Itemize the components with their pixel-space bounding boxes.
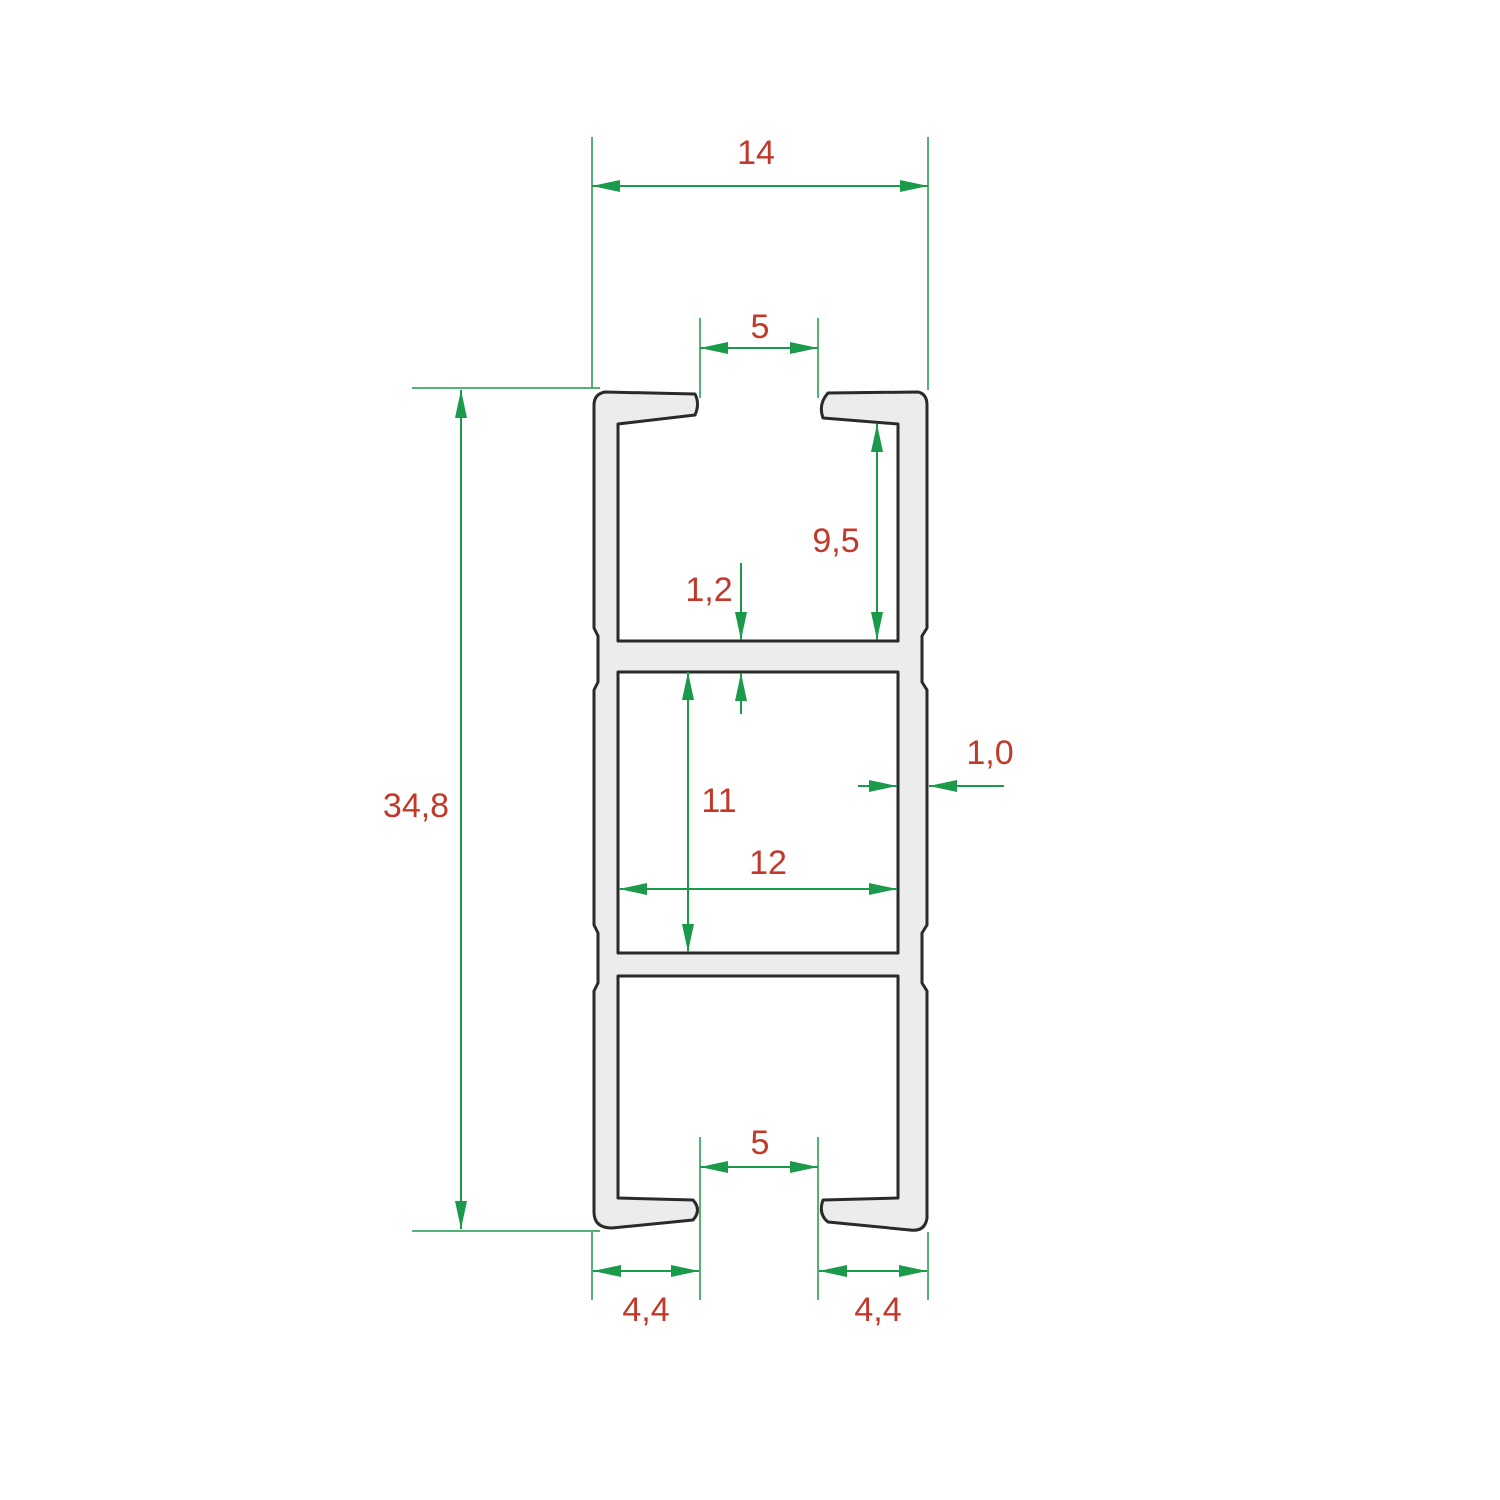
arrowhead: [700, 1161, 728, 1173]
overall-width-label: 14: [737, 134, 775, 172]
aluminium-profile-section: [592, 390, 929, 1232]
arrowhead: [869, 883, 897, 895]
wall-thickness-label: 1,0: [966, 734, 1013, 772]
middle-chamber-height-label: 11: [701, 782, 736, 820]
arrowhead: [790, 1161, 818, 1173]
arrowhead: [735, 612, 747, 640]
dim-overall-width: 14: [591, 134, 929, 390]
dim-upper-chamber-depth: 9,5: [812, 424, 883, 640]
arrowhead: [455, 390, 467, 418]
arrowhead: [869, 780, 897, 792]
arrowhead: [671, 1265, 699, 1277]
arrowhead: [592, 180, 620, 192]
dim-wall-thickness: 1,0: [858, 734, 1014, 792]
dim-inner-width: 12: [619, 844, 897, 895]
arrowhead: [871, 424, 883, 452]
right-flange-label: 4,4: [854, 1291, 901, 1329]
inner-width-label: 12: [749, 844, 787, 882]
left-flange-label: 4,4: [622, 1291, 669, 1329]
arrowhead: [682, 924, 694, 952]
arrowhead: [682, 672, 694, 700]
arrowhead: [819, 1265, 847, 1277]
arrowhead: [619, 883, 647, 895]
arrowhead: [871, 612, 883, 640]
dim-overall-height: 34,8: [383, 387, 600, 1232]
bottom-opening-label: 5: [751, 1124, 770, 1162]
arrowhead: [790, 342, 818, 354]
arrowhead: [929, 780, 957, 792]
dim-web-thickness: 1,2: [685, 563, 747, 714]
arrowhead: [455, 1201, 467, 1229]
arrowhead: [700, 342, 728, 354]
dim-bottom-opening: 5: [699, 1124, 819, 1300]
arrowhead: [899, 1265, 927, 1277]
upper-chamber-depth-label: 9,5: [812, 522, 859, 560]
overall-height-label: 34,8: [383, 787, 449, 825]
arrowhead: [735, 673, 747, 701]
dim-right-flange: 4,4: [819, 1232, 929, 1329]
dim-left-flange: 4,4: [591, 1232, 699, 1329]
top-opening-label: 5: [751, 308, 770, 346]
dim-middle-chamber-height: 11: [682, 672, 737, 952]
arrowhead: [593, 1265, 621, 1277]
web-thickness-label: 1,2: [685, 571, 732, 609]
dim-top-opening: 5: [699, 308, 819, 398]
arrowhead: [900, 180, 928, 192]
